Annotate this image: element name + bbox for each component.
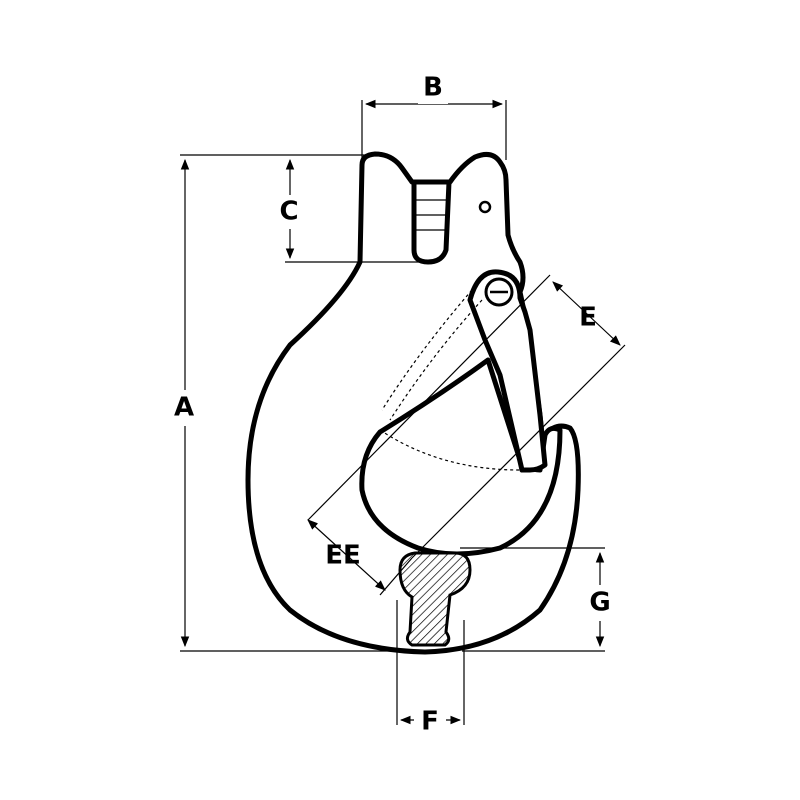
label-b: B — [423, 73, 443, 103]
latch-open-position — [379, 289, 521, 471]
pin-hole — [478, 200, 492, 214]
label-f: F — [421, 707, 439, 737]
clevis-slot — [411, 179, 452, 265]
label-a: A — [174, 393, 194, 423]
label-c: C — [279, 197, 298, 227]
chain-link-section — [398, 551, 472, 647]
label-g: G — [589, 588, 610, 618]
dimension-line-e — [552, 281, 621, 346]
label-e: E — [579, 303, 597, 333]
dimension-line-ee — [307, 519, 386, 591]
label-ee: EE — [325, 541, 361, 571]
hook-throat — [359, 357, 563, 557]
safety-latch — [467, 269, 548, 473]
extension-lines — [180, 100, 626, 725]
